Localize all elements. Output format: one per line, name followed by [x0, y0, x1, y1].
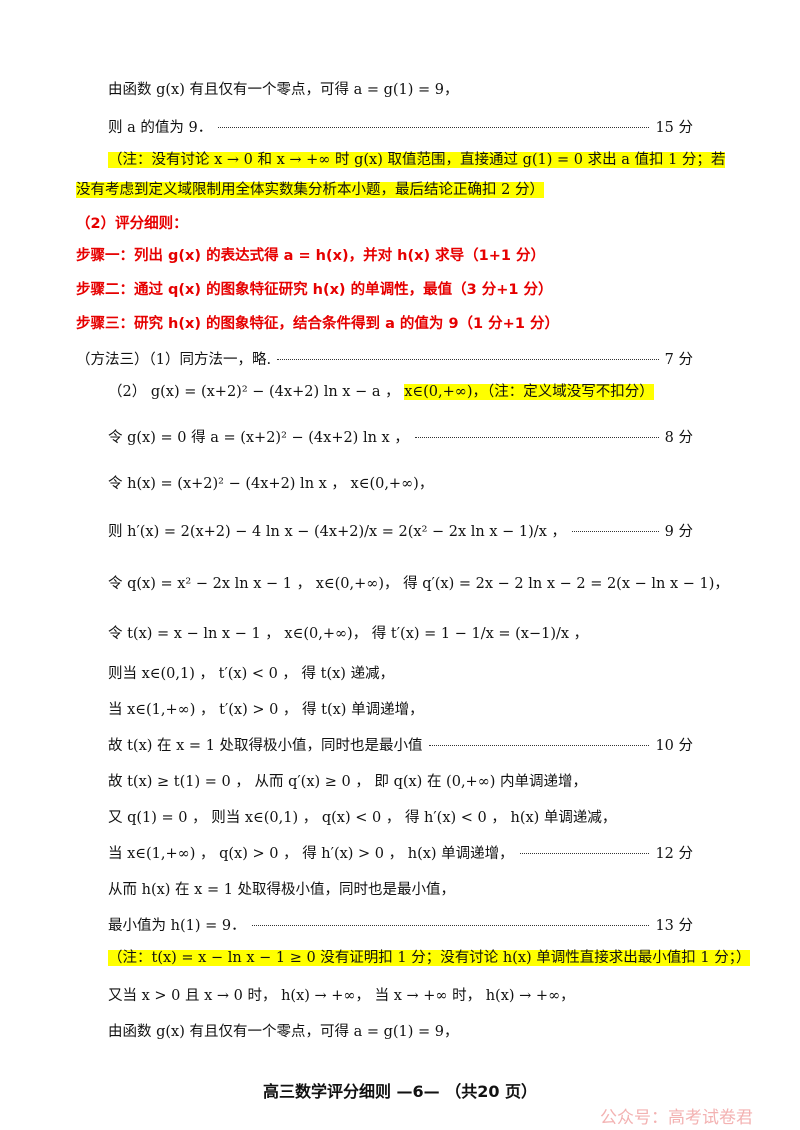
rubric-heading: （2）评分细则：: [76, 216, 188, 232]
rubric-step-3: 步骤三：研究 h(x) 的图象特征，结合条件得到 a 的值为 9（1 分+1 分…: [76, 316, 559, 332]
note-deduction-line2: 没有考虑到定义域限制用全体实数集分析本小题，最后结论正确扣 2 分）: [76, 182, 544, 198]
score-label: 9 分: [664, 524, 693, 540]
statement: 令 g(x) = 0 得 a = (x+2)² − (4x+2) ln x ，: [108, 430, 409, 446]
score-label: 12 分: [655, 846, 693, 862]
method-three-part1: （方法三）（1）同方法一，略. 7 分: [76, 350, 693, 370]
line-t-minimum: 故 t(x) 在 x = 1 处取得极小值，同时也是最小值 10 分: [108, 736, 693, 756]
line-g-definition: （2） g(x) = (x+2)² − (4x+2) ln x − a ， x∈…: [108, 382, 654, 402]
line-h-increasing: 当 x∈(1,+∞) ， q(x) > 0 ， 得 h′(x) > 0 ， h(…: [108, 844, 693, 864]
score-label: 10 分: [655, 738, 693, 754]
statement: 则 a 的值为 9．: [108, 120, 213, 136]
statement: 故 t(x) 在 x = 1 处取得极小值，同时也是最小值: [108, 738, 423, 754]
leader-dots: [218, 127, 650, 128]
watermark: 公众号：高考试卷君: [600, 1108, 753, 1128]
line-min-value: 最小值为 h(1) = 9． 13 分: [108, 916, 693, 936]
leader-dots: [519, 853, 650, 854]
score-label: 15 分: [655, 120, 693, 136]
domain-note: x∈(0,+∞)，（注：定义域没写不扣分）: [404, 384, 654, 400]
line-define-q: 令 q(x) = x² − 2x ln x − 1 ， x∈(0,+∞)， 得 …: [108, 576, 729, 592]
line-a-value-score: 则 a 的值为 9． 15 分: [108, 118, 693, 138]
statement: 最小值为 h(1) = 9．: [108, 918, 246, 934]
leader-dots: [251, 925, 650, 926]
score-label: 13 分: [655, 918, 693, 934]
statement: （方法三）（1）同方法一，略.: [76, 352, 272, 368]
line-q-increasing: 故 t(x) ≥ t(1) = 0 ， 从而 q′(x) ≥ 0 ， 即 q(x…: [108, 774, 588, 790]
line-limits: 又当 x > 0 且 x → 0 时， h(x) → +∞， 当 x → +∞ …: [108, 988, 575, 1004]
statement: 则 h′(x) = 2(x+2) − 4 ln x − (4x+2)/x = 2…: [108, 524, 566, 540]
line-zero-conclusion-top: 由函数 g(x) 有且仅有一个零点，可得 a = g(1) = 9，: [108, 82, 459, 98]
line-h-derivative: 则 h′(x) = 2(x+2) − 4 ln x − (4x+2)/x = 2…: [108, 522, 693, 542]
leader-dots: [571, 531, 659, 532]
score-label: 7 分: [664, 352, 693, 368]
line-define-h: 令 h(x) = (x+2)² − (4x+2) ln x ， x∈(0,+∞)…: [108, 476, 434, 492]
line-set-g-zero: 令 g(x) = 0 得 a = (x+2)² − (4x+2) ln x ， …: [108, 428, 693, 448]
line-h-decreasing: 又 q(1) = 0 ， 则当 x∈(0,1) ， q(x) < 0 ， 得 h…: [108, 810, 617, 826]
leader-dots: [277, 359, 659, 360]
statement: 当 x∈(1,+∞) ， q(x) > 0 ， 得 h′(x) > 0 ， h(…: [108, 846, 514, 862]
leader-dots: [428, 745, 650, 746]
line-define-t: 令 t(x) = x − ln x − 1 ， x∈(0,+∞)， 得 t′(x…: [108, 626, 589, 642]
note-deduction-line1: （注：没有讨论 x → 0 和 x → +∞ 时 g(x) 取值范围，直接通过 …: [108, 152, 726, 168]
line-h-minimum: 从而 h(x) 在 x = 1 处取得极小值，同时也是最小值，: [108, 882, 456, 898]
line-t-increasing: 当 x∈(1,+∞) ， t′(x) > 0 ， 得 t(x) 单调递增，: [108, 702, 424, 718]
line-t-decreasing: 则当 x∈(0,1) ， t′(x) < 0 ， 得 t(x) 递减，: [108, 666, 395, 682]
page-footer: 高三数学评分细则 —6— （共20 页）: [262, 1082, 538, 1101]
score-label: 8 分: [664, 430, 693, 446]
line-zero-conclusion: 由函数 g(x) 有且仅有一个零点，可得 a = g(1) = 9，: [108, 1024, 459, 1040]
rubric-step-1: 步骤一：列出 g(x) 的表达式得 a = h(x)，并对 h(x) 求导（1+…: [76, 248, 545, 264]
rubric-step-2: 步骤二：通过 q(x) 的图象特征研究 h(x) 的单调性，最值（3 分+1 分…: [76, 282, 553, 298]
leader-dots: [414, 437, 659, 438]
note-proof-deduction: （注：t(x) = x − ln x − 1 ≥ 0 没有证明扣 1 分；没有讨…: [108, 950, 751, 966]
g-expression: （2） g(x) = (x+2)² − (4x+2) ln x − a ，: [108, 384, 400, 400]
